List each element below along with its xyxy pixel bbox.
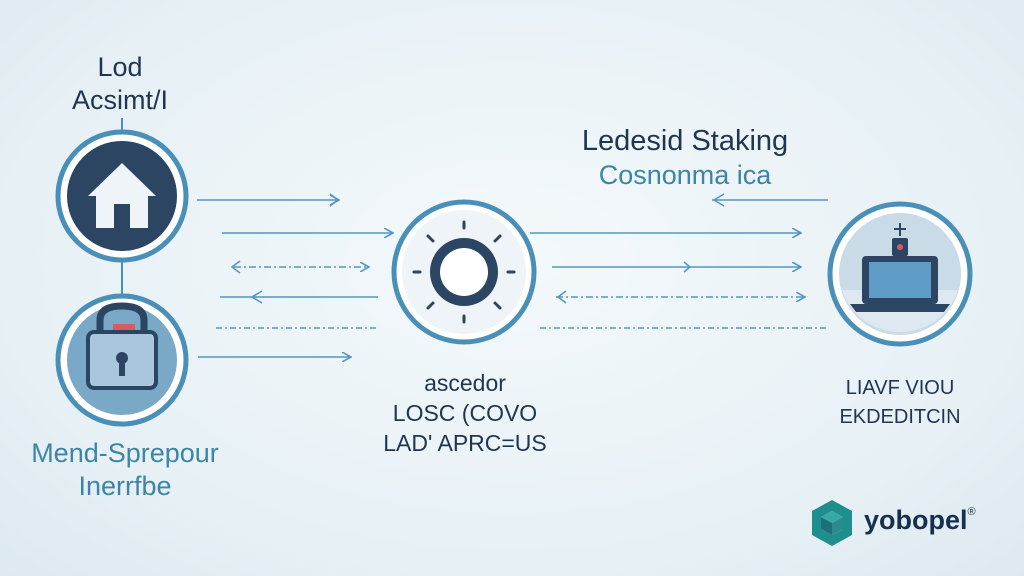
node-laptop-caption-line-2: EKDEDITCIN — [839, 406, 961, 428]
node-padlock — [55, 293, 189, 427]
arrows-center-to-right — [530, 193, 828, 329]
arrows-left-to-center — [197, 193, 392, 357]
node-house-title-line-1: Lod — [97, 52, 143, 82]
sun-ring-icon — [412, 220, 516, 324]
node-house — [55, 129, 189, 263]
arrow-right-2-mid — [683, 261, 692, 273]
node-house-title-line-2: Acsimt/I — [71, 85, 168, 115]
brand-name-text: yobopel — [864, 505, 968, 535]
node-house-title: Lod Acsimt/I — [0, 54, 240, 120]
hexagon-cube-icon — [812, 500, 852, 546]
node-center — [391, 199, 537, 345]
node-laptop-title-line-1: Ledesid Staking — [581, 125, 789, 157]
brand-registered-mark: ® — [967, 506, 976, 518]
laptop-icon — [850, 223, 950, 312]
node-padlock-title: Mend-Sprepour Inerrfbe — [0, 440, 250, 506]
node-padlock-title-line-2: Inerrfbe — [78, 471, 172, 501]
arrow-right-0-head — [712, 193, 725, 207]
node-center-caption-line-3: LAD' APRC=US — [383, 430, 547, 456]
node-laptop-title: Ledesid Staking Cosnonma ica — [560, 127, 810, 189]
node-center-caption-line-2: LOSC (COVO — [392, 400, 538, 426]
house-icon — [88, 163, 156, 228]
node-laptop-caption-line-1: LIAVF VIOU — [845, 377, 955, 399]
arrow-left-1-chevron — [329, 193, 340, 207]
node-padlock-title-line-1: Mend-Sprepour — [31, 438, 219, 468]
node-center-caption: ascedor LOSC (COVO LAD' APRC=US — [350, 372, 580, 462]
node-laptop-title-line-2: Cosnonma ica — [598, 160, 772, 190]
node-center-caption-line-1: ascedor — [424, 370, 506, 396]
node-laptop-caption: LIAVF VIOU EKDEDITCIN — [800, 378, 1000, 436]
node-laptop — [827, 201, 973, 347]
arrow-left-4-head — [250, 290, 263, 304]
arrow-right-3-tail — [556, 290, 567, 304]
padlock-icon — [86, 302, 158, 390]
brand-name: yobopel® — [864, 507, 976, 534]
arrow-left-3-tail — [230, 260, 241, 274]
